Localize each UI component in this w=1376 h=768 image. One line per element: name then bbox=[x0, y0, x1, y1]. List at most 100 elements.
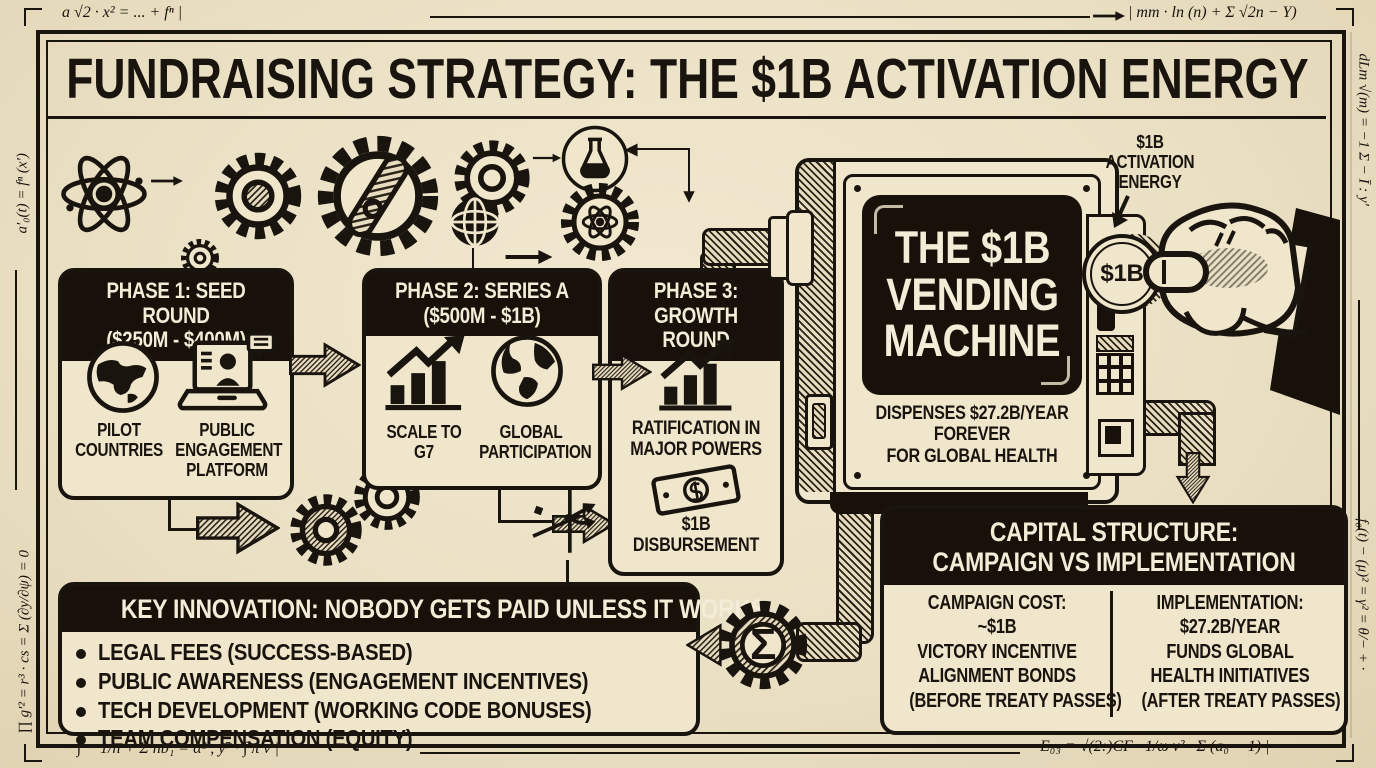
formula-left-bottom: ∏ g′² = r³ · cs = Σ (∂y/∂ψ) = 0 bbox=[16, 550, 33, 734]
gear-icon bbox=[214, 152, 302, 240]
list-item: TEAM COMPENSATION (EQUITY) bbox=[76, 726, 696, 752]
keypad-key[interactable] bbox=[1110, 381, 1120, 393]
sigma-symbol: Σ bbox=[749, 620, 777, 670]
flask-icon bbox=[561, 125, 629, 193]
machine-screen: THE $1B VENDING MACHINE bbox=[862, 195, 1082, 395]
phase2-item2-label: GLOBAL PARTICIPATION bbox=[479, 422, 592, 463]
growth-chart-icon bbox=[659, 339, 735, 411]
formula-right-top: dLm √(m) = −1 Σ − Ī : y′ bbox=[1355, 53, 1372, 206]
phase1-item1-label: PILOT COUNTRIES bbox=[75, 420, 163, 461]
campaign-line: CAMPAIGN COST: bbox=[927, 592, 1067, 614]
keypad-key[interactable] bbox=[1110, 368, 1120, 380]
phase1-header-line1: PHASE 1: SEED ROUND bbox=[106, 278, 246, 328]
machine-caption-line2: FOREVER bbox=[933, 424, 1011, 446]
money-bill-icon bbox=[651, 464, 741, 516]
flow-arrow-icon bbox=[289, 342, 361, 388]
screw-icon bbox=[1083, 185, 1090, 192]
campaign-line: ~$1B bbox=[977, 616, 1017, 639]
connector-line bbox=[688, 148, 690, 194]
formula-top-right: | mm · ln (n) + Σ √2n − Y) bbox=[1128, 4, 1297, 21]
phase3-item2-label: $1B DISBURSEMENT bbox=[632, 514, 760, 557]
keypad-key[interactable] bbox=[1098, 355, 1108, 367]
activation-label-line2: ACTIVATION bbox=[1105, 152, 1195, 173]
activation-label-line1: $1B bbox=[1136, 132, 1164, 152]
keypad-key[interactable] bbox=[1110, 355, 1120, 367]
implementation-column: IMPLEMENTATION: $27.2B/YEAR FUNDS GLOBAL… bbox=[1122, 591, 1341, 713]
activation-label: $1B ACTIVATION ENERGY bbox=[1080, 132, 1220, 192]
capital-structure-header-bar: CAPITAL STRUCTURE: CAMPAIGN VS IMPLEMENT… bbox=[884, 509, 1344, 586]
list-item: LEGAL FEES (SUCCESS-BASED) bbox=[76, 639, 696, 666]
connector-line bbox=[566, 560, 569, 584]
phase1-box: PHASE 1: SEED ROUND ($250M - $400M) PILO… bbox=[58, 268, 294, 500]
machine-screen-line2: VENDING bbox=[885, 268, 1059, 320]
machine-side-slot bbox=[805, 394, 833, 450]
keypad-key[interactable] bbox=[1098, 381, 1108, 393]
atom-icon bbox=[61, 155, 147, 233]
globe-icon bbox=[491, 335, 563, 407]
keypad-key[interactable] bbox=[1122, 355, 1132, 367]
column-divider bbox=[1110, 591, 1113, 717]
phase2-box: PHASE 2: SERIES A ($500M - $1B) SCALE TO… bbox=[362, 268, 602, 490]
growth-chart-icon bbox=[385, 335, 465, 411]
arrow-right-icon bbox=[505, 249, 553, 265]
screw-icon bbox=[854, 472, 861, 479]
screen-glare bbox=[1041, 356, 1070, 385]
machine-face-plate: THE $1B VENDING MACHINE DISPENSES $27.2B… bbox=[843, 174, 1101, 490]
implementation-line: HEALTH INITIATIVES bbox=[1150, 665, 1310, 688]
hand-inserting-coin-icon bbox=[1143, 202, 1340, 415]
phase2-header-line1: PHASE 2: SERIES A bbox=[395, 278, 569, 303]
implementation-line: $27.2B/YEAR bbox=[1179, 616, 1281, 639]
campaign-column: CAMPAIGN COST: ~$1B VICTORY INCENTIVE AL… bbox=[890, 591, 1122, 713]
pointer-arrow-icon bbox=[1112, 195, 1130, 228]
pipe-coupling bbox=[786, 210, 814, 286]
bullet-icon bbox=[76, 677, 86, 688]
flow-arrow-down-icon bbox=[1175, 452, 1211, 504]
corner-tick bbox=[24, 8, 42, 26]
formula-top-left: a √2 · x² = ... + fⁿ | bbox=[62, 4, 183, 21]
globe-icon bbox=[87, 341, 159, 413]
page-title: FUNDRAISING STRATEGY: THE $1B ACTIVATION… bbox=[65, 47, 1309, 111]
paper-crease bbox=[1350, 32, 1352, 738]
bottom-rule bbox=[420, 752, 1020, 754]
connector-elbow bbox=[168, 492, 199, 531]
bullet-icon bbox=[76, 735, 86, 746]
arrowhead-left-icon bbox=[624, 143, 638, 157]
connector-line bbox=[636, 148, 690, 150]
campaign-line: ALIGNMENT BONDS bbox=[918, 665, 1076, 688]
keypad-key[interactable] bbox=[1122, 381, 1132, 393]
gear-icon bbox=[290, 494, 362, 566]
network-globe-icon bbox=[450, 197, 500, 247]
screen-glare bbox=[874, 205, 903, 234]
implementation-line: (AFTER TREATY PASSES) bbox=[1141, 689, 1341, 712]
machine-screen-line3: MACHINE bbox=[883, 315, 1061, 367]
flow-arrow-icon bbox=[592, 353, 652, 391]
machine-caption-line1: DISPENSES $27.2B/YEAR bbox=[875, 403, 1069, 424]
arrowhead-left-icon bbox=[686, 623, 722, 667]
formula-left-top: a′₀(t) = fⁿ (x′) bbox=[14, 153, 31, 234]
bullet-icon bbox=[76, 649, 86, 660]
list-item: TECH DEVELOPMENT (WORKING CODE BONUSES) bbox=[76, 697, 696, 724]
campaign-line: (BEFORE TREATY PASSES) bbox=[909, 689, 1122, 712]
left-rule bbox=[15, 270, 17, 490]
connector-elbow bbox=[498, 484, 559, 523]
activation-label-line3: ENERGY bbox=[1118, 172, 1182, 193]
keypad-key[interactable] bbox=[1098, 368, 1108, 380]
corner-tick bbox=[1336, 8, 1354, 26]
keypad[interactable] bbox=[1096, 353, 1134, 395]
phase2-item1-label: SCALE TO G7 bbox=[386, 422, 462, 463]
key-innovation-panel: KEY INNOVATION: NOBODY GETS PAID UNLESS … bbox=[58, 582, 766, 751]
machine-caption: DISPENSES $27.2B/YEAR FOREVER FOR GLOBAL… bbox=[852, 403, 1092, 467]
machine-gear-icon bbox=[317, 135, 439, 257]
arrowhead-down-icon bbox=[683, 191, 695, 203]
key-innovation-header: KEY INNOVATION: NOBODY GETS PAID UNLESS … bbox=[120, 594, 766, 624]
flow-arrow-icon bbox=[196, 501, 280, 555]
arrow-right-icon bbox=[151, 176, 183, 186]
dispense-button[interactable] bbox=[1098, 419, 1134, 457]
phase3-header-line1: PHASE 3: bbox=[653, 278, 739, 303]
bullet-icon bbox=[76, 706, 86, 717]
gear-atom-icon bbox=[560, 182, 640, 262]
vector-axes-icon bbox=[532, 471, 596, 553]
keypad-key[interactable] bbox=[1122, 368, 1132, 380]
connector-line bbox=[472, 248, 474, 268]
